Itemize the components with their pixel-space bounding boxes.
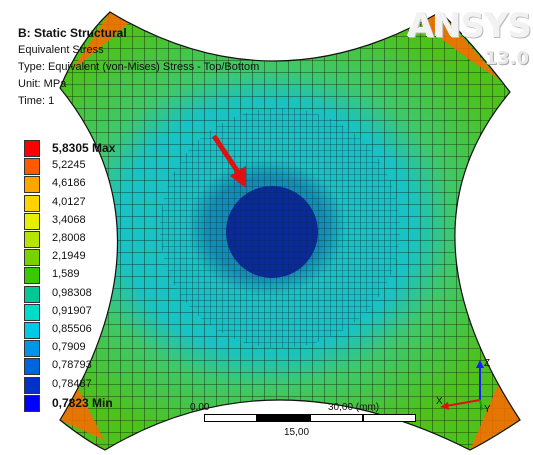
triad-x-label: X <box>436 396 443 407</box>
legend-swatch <box>24 358 40 376</box>
legend-level-label: 0,98308 <box>52 286 92 299</box>
result-time: Time: 1 <box>18 95 55 107</box>
legend-level-label: 4,6186 <box>52 177 86 190</box>
result-type: Type: Equivalent (von-Mises) Stress - To… <box>18 61 260 73</box>
triad-y-label: Y <box>484 404 491 414</box>
plate-outline <box>59 11 521 451</box>
scale-segment <box>363 414 416 422</box>
legend-level-label: 0,7909 <box>52 341 86 354</box>
scale-mid-label: 15,00 <box>284 427 310 438</box>
legend-level-label: 4,0127 <box>52 195 86 208</box>
scale-end-label: 30,00 (mm) <box>328 402 380 413</box>
legend-level-label: 2,8008 <box>52 232 86 244</box>
legend-level-label: 0,91907 <box>52 304 92 317</box>
legend-swatch <box>24 212 40 230</box>
scale-segment <box>310 414 363 422</box>
scale-segment <box>204 414 257 422</box>
legend-swatch <box>24 303 40 321</box>
result-name: Equivalent Stress <box>18 44 104 56</box>
legend-swatch <box>24 285 40 303</box>
axis-triad-icon[interactable]: Z X Y <box>436 356 492 414</box>
legend-swatch <box>24 140 40 157</box>
legend-level-label: 0,78793 <box>52 359 92 372</box>
legend-swatch <box>24 231 40 248</box>
legend-level-label: 5,2245 <box>52 159 86 172</box>
legend-swatch <box>24 267 40 285</box>
legend-level-label: 5,8305 Max <box>52 141 116 155</box>
ansys-version: 13.0 <box>484 48 529 69</box>
scale-segment <box>257 414 310 422</box>
legend-level-label: 1,589 <box>52 268 80 281</box>
result-unit: Unit: MPa <box>18 78 67 90</box>
legend-swatch <box>24 394 40 412</box>
legend-swatch <box>24 322 40 339</box>
scale-bar <box>204 414 416 423</box>
scale-start-label: 0,00 <box>190 402 210 413</box>
legend-level-label: 0,7823 Min <box>52 395 113 410</box>
legend-level-label: 2,1949 <box>52 250 86 263</box>
legend-swatch <box>24 340 40 358</box>
legend-level-label: 0,78487 <box>52 377 92 390</box>
red-arrow-icon <box>211 134 246 188</box>
legend-swatch <box>24 376 40 394</box>
legend-level-label: 0,85506 <box>52 323 92 335</box>
ansys-logo: ANSYS <box>407 6 532 46</box>
legend-level-label: 3,4068 <box>52 213 86 226</box>
legend-swatch <box>24 249 40 267</box>
legend-swatch <box>24 158 40 176</box>
analysis-title: B: Static Structural <box>18 26 127 40</box>
triad-z-label: Z <box>484 358 490 369</box>
legend-swatch <box>24 194 40 212</box>
legend-swatch <box>24 176 40 194</box>
